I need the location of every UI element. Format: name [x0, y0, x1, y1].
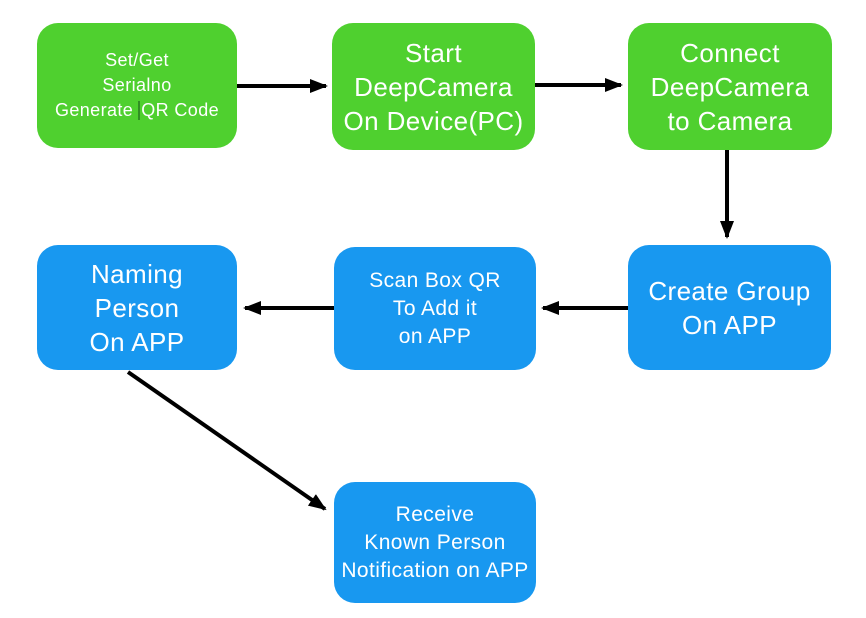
- node-text-line: Receive: [395, 502, 475, 526]
- node-text-line: Serialno: [102, 75, 172, 95]
- node-text-line: to Camera: [667, 105, 793, 136]
- node-scan-box-qr: Scan Box QR To Add it on APP: [334, 247, 536, 370]
- node-start-deepcamera: Start DeepCamera On Device(PC): [332, 23, 535, 150]
- node-text-line: On APP: [89, 326, 185, 357]
- node-create-group: Create Group On APP: [628, 245, 831, 370]
- node-text-line: Scan Box QR: [369, 268, 501, 292]
- node-text-line: Person: [94, 292, 180, 323]
- node-text-line: DeepCamera: [354, 71, 513, 102]
- text-caret: [138, 101, 141, 120]
- node-text-line: Create Group: [648, 275, 811, 306]
- node-text-line: DeepCamera: [650, 71, 810, 102]
- node-set-get-serialno: Set/Get Serialno Generate QR Code: [37, 23, 237, 148]
- node-text-line: Start: [405, 37, 462, 68]
- node-text-line: Known Person: [364, 530, 506, 554]
- node-text-line: Generate QR Code: [55, 98, 219, 123]
- node-text-part: Generate: [54, 100, 134, 120]
- node-text-part: QR Code: [141, 100, 220, 120]
- node-text-line: on APP: [398, 324, 472, 348]
- node-text-line: Connect: [680, 37, 780, 68]
- node-text-line: Notification on APP: [341, 558, 529, 582]
- node-text-line: On APP: [682, 309, 777, 340]
- node-naming-person: Naming Person On APP: [37, 245, 237, 370]
- node-text-line: To Add it: [392, 296, 478, 320]
- node-text-line: Naming: [91, 258, 183, 289]
- node-text-line: On Device(PC): [343, 105, 524, 136]
- arrow-namingperson-to-receivenotification: [126, 370, 327, 511]
- node-connect-deepcamera: Connect DeepCamera to Camera: [628, 23, 832, 150]
- node-text-line: Set/Get: [105, 50, 169, 70]
- node-receive-notification: Receive Known Person Notification on APP: [334, 482, 536, 603]
